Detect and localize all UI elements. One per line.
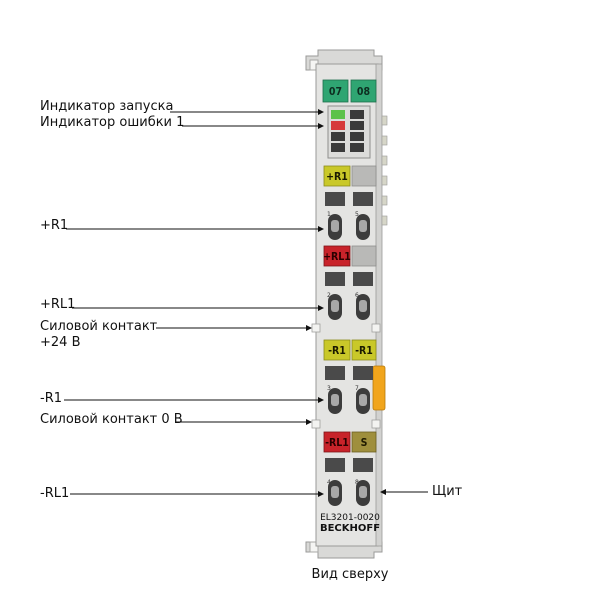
terminal-section-3: -R1 -R1 3 7 — [323, 339, 377, 414]
label-power-24-line1: Силовой контакт — [40, 319, 158, 334]
tag-rl1-plus: +RL1 — [323, 251, 351, 263]
svg-text:1: 1 — [327, 211, 331, 218]
label-r1-minus: -R1 — [40, 391, 62, 406]
tag-r1-minus-a: -R1 — [328, 345, 346, 357]
label-run-led: Индикатор запуска — [40, 99, 173, 114]
svg-text:2: 2 — [327, 292, 331, 299]
label-power-24-line2: +24 В — [40, 335, 81, 350]
svg-text:8: 8 — [355, 479, 359, 486]
channel-2-label: 08 — [357, 86, 370, 98]
caption-top-view: Вид сверху — [312, 567, 389, 582]
label-rl1-plus: +RL1 — [40, 297, 75, 312]
svg-text:7: 7 — [355, 385, 359, 392]
brand-logo: BECKHOFF — [320, 523, 380, 534]
power-contact-orange — [372, 365, 386, 411]
tag-r1-plus: +R1 — [326, 171, 348, 183]
channel-tags: 07 08 — [322, 79, 377, 103]
label-rl1-minus: -RL1 — [40, 486, 69, 501]
error-led — [331, 121, 345, 130]
terminal-section-1: +R1 1 5 — [323, 165, 377, 240]
svg-text:5: 5 — [355, 211, 359, 218]
terminal-section-2: +RL1 2 6 — [323, 245, 377, 320]
label-error-led: Индикатор ошибки 1 — [40, 115, 184, 130]
callouts: Индикатор запуска Индикатор ошибки 1 +R1… — [40, 99, 463, 501]
tag-rl1-minus: -RL1 — [325, 437, 349, 449]
svg-text:3: 3 — [327, 385, 331, 392]
terminal-section-4: -RL1 S 4 8 — [323, 431, 377, 506]
label-r1-plus: +R1 — [40, 218, 68, 233]
run-led — [331, 110, 345, 119]
tag-r1-minus-b: -R1 — [355, 345, 373, 357]
svg-text:4: 4 — [327, 479, 331, 486]
led-block — [327, 105, 371, 159]
channel-1-label: 07 — [329, 86, 342, 98]
tag-shield: S — [361, 437, 368, 449]
label-power-0: Силовой контакт 0 В — [40, 412, 183, 427]
label-shield: Щит — [432, 484, 463, 499]
svg-text:6: 6 — [355, 292, 359, 299]
model-number: EL3201-0020 — [320, 513, 380, 523]
